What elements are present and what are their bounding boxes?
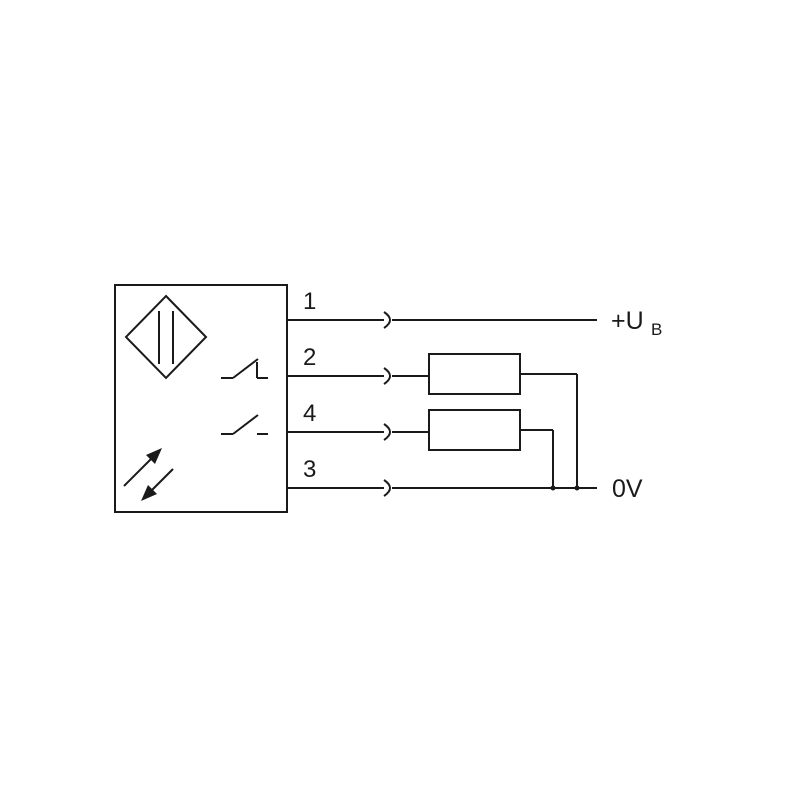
supply-label: +U	[611, 307, 644, 335]
pin-label-3: 3	[303, 456, 316, 483]
sensor-housing	[114, 284, 288, 513]
sensor-diamond-icon	[124, 294, 208, 380]
wire-pin-1	[287, 311, 597, 329]
load-resistor-pin-4	[428, 409, 521, 451]
light-arrows-icon	[123, 448, 174, 501]
load-resistor-pin-2	[428, 353, 521, 395]
pin-label-1: 1	[303, 288, 316, 315]
ground-label: 0V	[612, 475, 643, 503]
pin-label-2: 2	[303, 344, 316, 371]
wire-pin-3	[287, 479, 597, 497]
wire-pin-4	[287, 409, 554, 488]
switch-contact-output-4-icon	[221, 414, 268, 435]
wire-pin-2	[287, 353, 578, 488]
junction-dot	[574, 485, 580, 491]
pin-label-4: 4	[303, 400, 316, 427]
switch-contact-output-2-icon	[221, 358, 268, 379]
junction-dot	[550, 485, 556, 491]
supply-label-subscript: B	[651, 320, 662, 339]
